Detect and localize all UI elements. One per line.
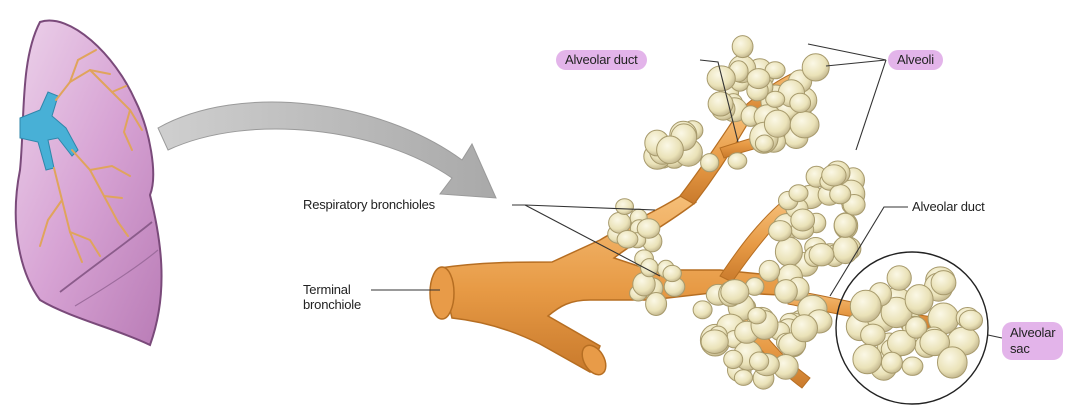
alveolus <box>637 219 660 239</box>
alveolus <box>853 344 882 373</box>
label-alveoli: Alveoli <box>888 50 943 70</box>
label-terminal-bronchiole: Terminal bronchiole <box>303 282 361 312</box>
alveolus <box>646 293 667 316</box>
alveolus <box>902 357 923 375</box>
lung-illustration <box>16 21 162 345</box>
lung-outline <box>16 21 162 345</box>
alveolus <box>766 91 785 107</box>
label-alveolar-sac-line2: sac <box>1010 341 1055 357</box>
alveolus <box>693 301 712 319</box>
leader-alveoli-3 <box>856 60 886 150</box>
alveolus <box>701 154 719 172</box>
alveolus <box>791 315 817 342</box>
alveolus <box>959 310 982 330</box>
leader-alveolar-sac <box>988 335 1002 338</box>
alveolus <box>748 308 766 324</box>
alveolus <box>707 66 735 91</box>
label-terminal-line1: Terminal <box>303 282 361 297</box>
alveolus <box>881 352 902 373</box>
alveolus <box>775 280 798 304</box>
alveolus <box>755 135 773 152</box>
alveolus <box>724 350 743 368</box>
alveolus <box>834 213 856 237</box>
alveolus <box>822 165 846 186</box>
alveolus <box>791 209 815 231</box>
alveolus <box>938 347 968 378</box>
alveolus <box>721 280 749 305</box>
label-respiratory-bronchioles: Respiratory bronchioles <box>303 197 435 212</box>
alveolus <box>850 290 881 322</box>
alveolus <box>747 69 770 89</box>
alveolus <box>617 231 638 249</box>
label-alveolar-sac-line1: Alveolar <box>1010 325 1055 341</box>
alveolus <box>663 265 681 281</box>
label-alveolar-duct-top: Alveolar duct <box>556 50 647 70</box>
alveolus <box>931 271 956 295</box>
alveolus <box>701 330 728 354</box>
leader-alveoli-2 <box>826 60 886 66</box>
alveolus <box>708 92 733 116</box>
alveolus <box>732 36 753 58</box>
alveolus <box>734 370 752 386</box>
alveolus <box>809 244 834 266</box>
alveolus <box>830 185 851 204</box>
label-alveolar-duct-right: Alveolar duct <box>912 199 985 214</box>
alveolus <box>750 352 769 371</box>
alveolus <box>764 110 790 137</box>
magnify-arrow <box>158 102 496 198</box>
alveolus <box>861 324 886 346</box>
label-alveolar-sac: Alveolar sac <box>1002 322 1063 360</box>
alveolus <box>790 112 819 138</box>
alveolus <box>790 93 811 112</box>
alveolus <box>905 285 933 315</box>
alveolus <box>833 236 858 263</box>
alveolus <box>759 260 779 281</box>
alveolus <box>769 221 792 241</box>
terminal-bronchiole-opening <box>430 267 454 319</box>
alveolus <box>789 185 808 202</box>
alveolus <box>887 266 911 291</box>
alveolus <box>657 136 684 164</box>
alveolus <box>728 153 747 169</box>
alveolus <box>802 54 829 81</box>
alveolus <box>616 199 634 215</box>
label-terminal-line2: bronchiole <box>303 297 361 312</box>
